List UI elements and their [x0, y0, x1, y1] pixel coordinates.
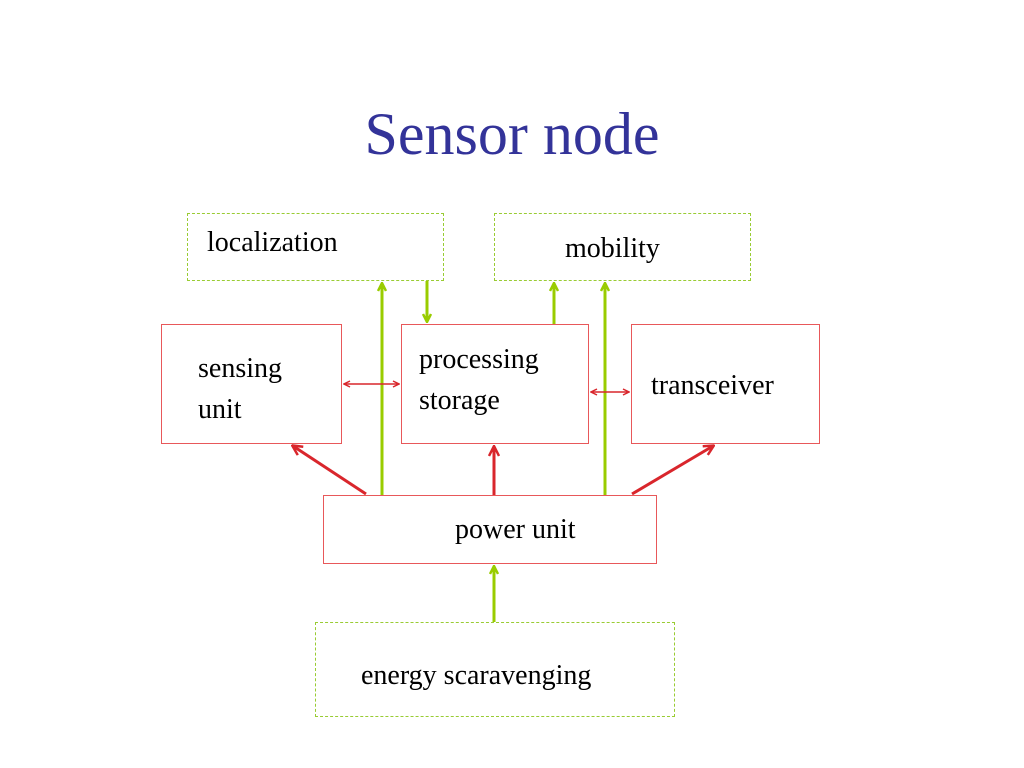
energy-scavenging-box — [315, 622, 675, 717]
power-unit-box — [323, 495, 657, 564]
arrow-power-to-transceiver — [631, 446, 713, 496]
transceiver-box — [631, 324, 820, 444]
processing-label-line2: storage — [419, 385, 500, 416]
power-unit-label: power unit — [455, 514, 576, 545]
arrow-power-to-sensing — [293, 446, 367, 496]
processing-label-line1: processing — [419, 344, 539, 375]
slide-title: Sensor node — [364, 101, 660, 167]
sensing-label-line2: unit — [198, 394, 242, 425]
sensing-unit-box — [161, 324, 342, 444]
transceiver-label: transceiver — [651, 370, 774, 401]
mobility-box — [494, 213, 751, 281]
processing-storage-box — [401, 324, 589, 444]
localization-label: localization — [207, 227, 338, 258]
localization-box — [187, 213, 444, 281]
energy-scavenging-label: energy scaravenging — [361, 660, 592, 691]
sensing-label-line1: sensing — [198, 353, 282, 384]
mobility-label: mobility — [565, 233, 660, 264]
